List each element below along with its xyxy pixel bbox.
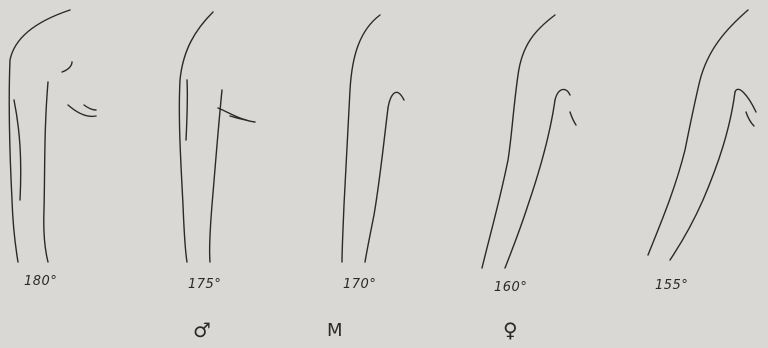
angle-label-180: 180° [24, 274, 57, 289]
angle-label-160: 160° [494, 280, 527, 295]
arm-figure-180 [9, 10, 96, 262]
arm-figure-170 [342, 15, 404, 262]
middle-letter-m: M [327, 320, 343, 341]
arm-figure-155 [648, 10, 756, 260]
female-symbol: ♀ [503, 318, 518, 342]
angle-label-175: 175° [188, 277, 221, 292]
angle-label-155: 155° [655, 278, 688, 293]
male-symbol: ♂ [193, 318, 211, 342]
arm-figure-175 [179, 12, 255, 262]
angle-label-170: 170° [343, 277, 376, 292]
arm-figure-160 [482, 15, 576, 268]
